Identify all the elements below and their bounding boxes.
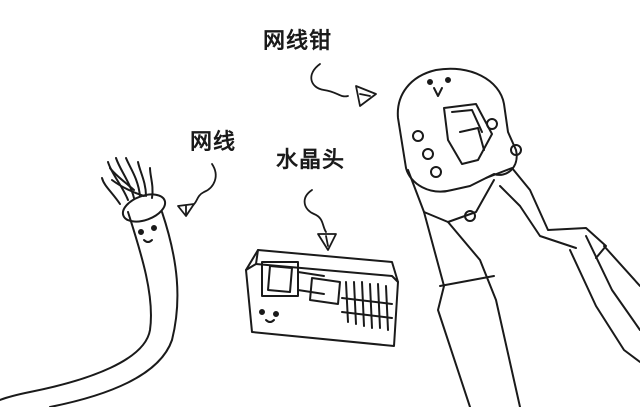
crimper-label: 网线钳 — [263, 29, 333, 54]
plug-pointer-arrow — [303, 189, 337, 251]
plug-label: 水晶头 — [276, 148, 346, 173]
crimping-tool — [396, 67, 640, 407]
cable-pointer-arrow — [177, 163, 217, 217]
crimper-pointer-arrow — [310, 63, 377, 107]
cable-label: 网线 — [190, 130, 237, 155]
rj45-plug — [245, 249, 399, 347]
network-cable — [0, 157, 179, 407]
